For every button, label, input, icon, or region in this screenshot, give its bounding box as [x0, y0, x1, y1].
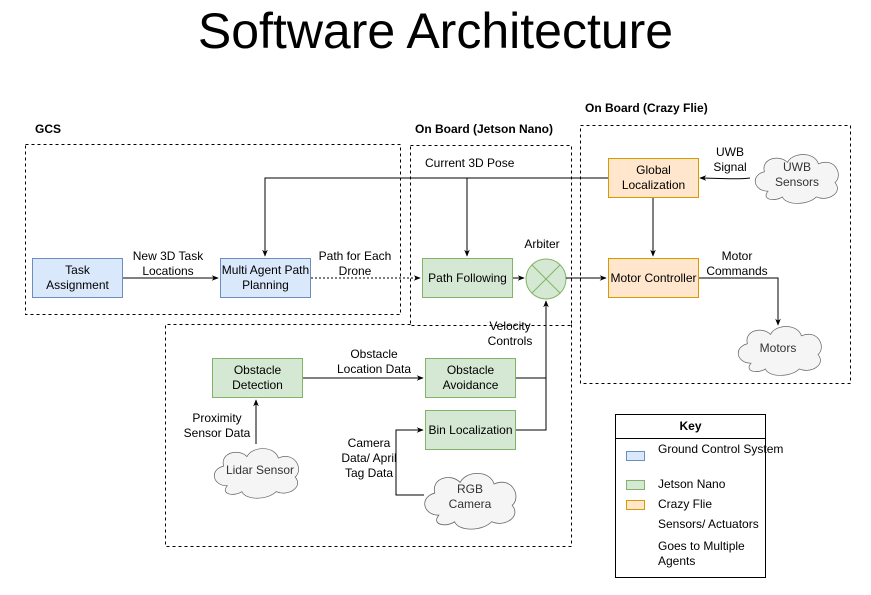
jetson-region: [165, 324, 572, 547]
motor-controller-node: Motor Controller: [608, 258, 699, 298]
edge-camera-to-binloc: [395, 427, 424, 496]
crazyflie-region: [580, 125, 851, 384]
arbiter-label: Arbiter: [524, 237, 560, 251]
new-3d-task-locations-label: New 3D Task Locations: [132, 249, 204, 278]
key-label-gcs: Ground Control System: [658, 442, 784, 456]
edge-uwb-to-localization: [699, 175, 751, 181]
key-label-jetson: Jetson Nano: [658, 477, 726, 491]
uwb-sensors-label: UWB Sensors: [774, 160, 820, 189]
lidar-sensor-label: Lidar Sensor: [225, 463, 295, 477]
key-item-jetson: Jetson Nano: [626, 477, 761, 493]
key-swatch-crazyflie: [626, 500, 645, 510]
task-assignment-node: Task Assignment: [32, 258, 123, 298]
jetson-region-top: [410, 145, 572, 326]
obstacle-avoidance-node: Obstacle Avoidance: [425, 358, 516, 398]
path-following-node: Path Following: [422, 258, 513, 298]
velocity-controls-label: Velocity Controls: [487, 319, 533, 348]
arbiter-node: [525, 258, 567, 300]
key-label-multiple-agents: Goes to Multiple Agents: [658, 539, 745, 568]
region-label-gcs: GCS: [35, 122, 62, 136]
global-localization-node: Global Localization: [608, 158, 699, 198]
obstacle-detection-node: Obstacle Detection: [212, 358, 303, 398]
region-label-jetson: On Board (Jetson Nano): [415, 122, 554, 136]
motor-commands-label: Motor Commands: [706, 249, 768, 278]
region-label-crazyflie: On Board (Crazy Flie): [585, 101, 708, 115]
key-label-sensors: Sensors/ Actuators: [658, 517, 759, 531]
motors-label: Motors: [759, 341, 797, 355]
key-title: Key: [616, 415, 765, 439]
key-swatch-jetson: [626, 480, 645, 490]
key-item-multiple-agents: Goes to Multiple Agents: [626, 539, 761, 571]
gcs-region: [25, 144, 401, 315]
key-swatch-gcs: [626, 451, 645, 461]
key-label-crazyflie: Crazy Flie: [658, 497, 713, 511]
key-item-crazyflie: Crazy Flie: [626, 497, 761, 513]
key-item-gcs: Ground Control System: [626, 442, 783, 474]
key-item-sensors: Sensors/ Actuators: [626, 517, 761, 533]
rgb-camera-label: RGB Camera: [448, 482, 492, 511]
bin-localization-node: Bin Localization: [425, 410, 516, 450]
edge-localization-to-planning: [262, 177, 608, 257]
path-for-each-drone-label: Path for Each Drone: [318, 249, 392, 278]
edge-binloc-to-arbiter: [515, 378, 547, 431]
camera-data-label: Camera Data/ April Tag Data: [341, 436, 397, 480]
edge-motorcontroller-to-motors: [698, 277, 781, 326]
proximity-sensor-data-label: Proximity Sensor Data: [183, 411, 251, 440]
key-legend: Key Ground Control System Jetson Nano Cr…: [615, 414, 783, 578]
obstacle-location-data-label: Obstacle Location Data: [336, 347, 412, 376]
current-3d-pose-label: Current 3D Pose: [425, 156, 515, 170]
uwb-signal-label: UWB Signal: [713, 145, 747, 174]
diagram-title: Software Architecture: [197, 3, 674, 59]
path-planning-node: Multi Agent Path Planning: [220, 258, 311, 298]
